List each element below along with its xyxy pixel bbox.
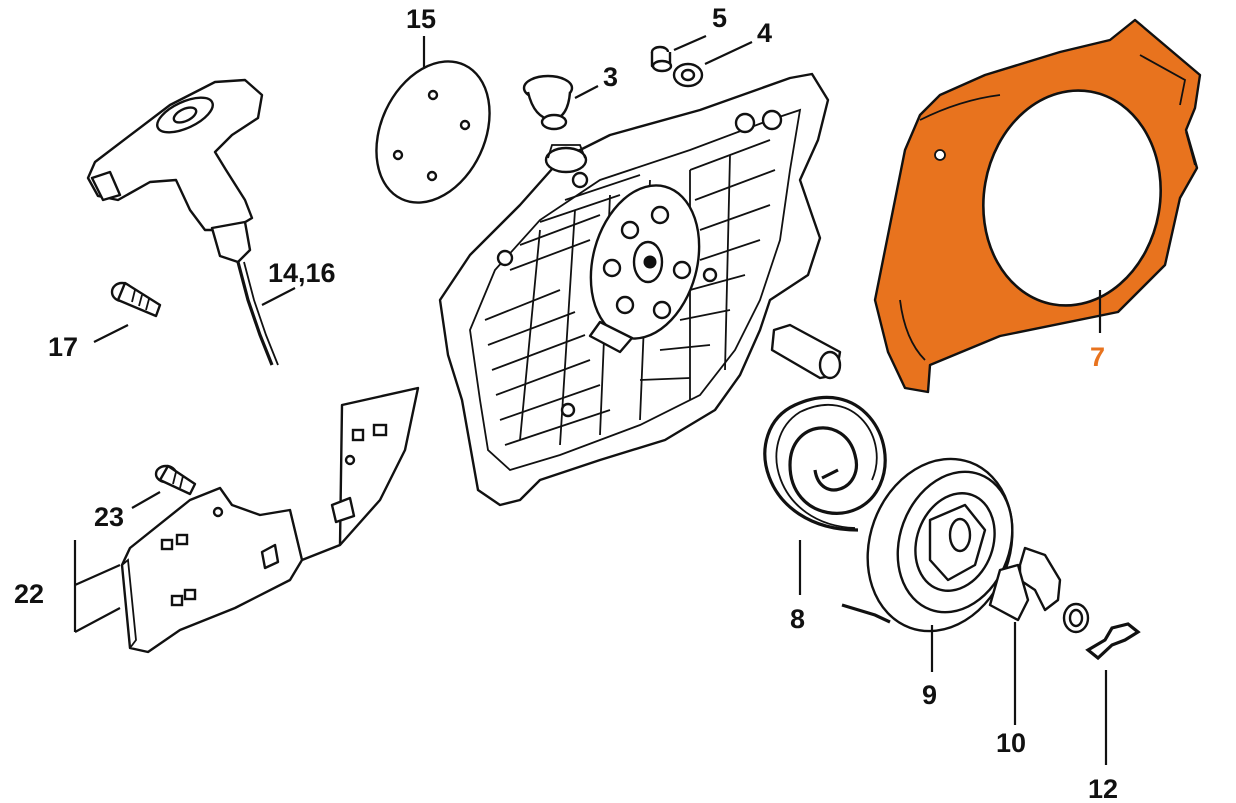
- callout-22: 22: [14, 579, 44, 609]
- part-23-screw[interactable]: [154, 464, 197, 496]
- part-3-grommet[interactable]: [522, 74, 574, 131]
- part-8-rewind-spring[interactable]: [763, 395, 887, 532]
- callout-3: 3: [603, 62, 618, 92]
- callout-17: 17: [48, 332, 78, 362]
- callout-5: 5: [712, 3, 727, 33]
- callout-7: 7: [1090, 342, 1105, 372]
- guide-pin[interactable]: [770, 323, 842, 380]
- callout-15: 15: [406, 4, 436, 34]
- callout-8: 8: [790, 604, 805, 634]
- starter-housing[interactable]: [438, 72, 830, 507]
- part-4-washer[interactable]: [672, 62, 704, 88]
- part-9-rope-rotor[interactable]: [841, 438, 1036, 651]
- part-17-screw[interactable]: [110, 281, 162, 318]
- part-14-16-starter-grip[interactable]: [86, 78, 279, 366]
- part-22-guard-plate[interactable]: [120, 386, 420, 654]
- callout-23: 23: [94, 502, 124, 532]
- callout-4: 4: [757, 18, 772, 48]
- part-12-spring-clip[interactable]: [1085, 622, 1141, 661]
- part-7-fan-housing[interactable]: [873, 18, 1202, 394]
- part-10-pawl[interactable]: [988, 546, 1062, 622]
- callout-14-16: 14,16: [268, 258, 336, 288]
- part-15-cover-disc[interactable]: [355, 43, 512, 221]
- part-5-bushing[interactable]: [650, 45, 673, 73]
- callout-9: 9: [922, 680, 937, 710]
- callout-10: 10: [996, 728, 1026, 758]
- washer-ring[interactable]: [1062, 602, 1090, 634]
- callout-12: 12: [1088, 774, 1118, 803]
